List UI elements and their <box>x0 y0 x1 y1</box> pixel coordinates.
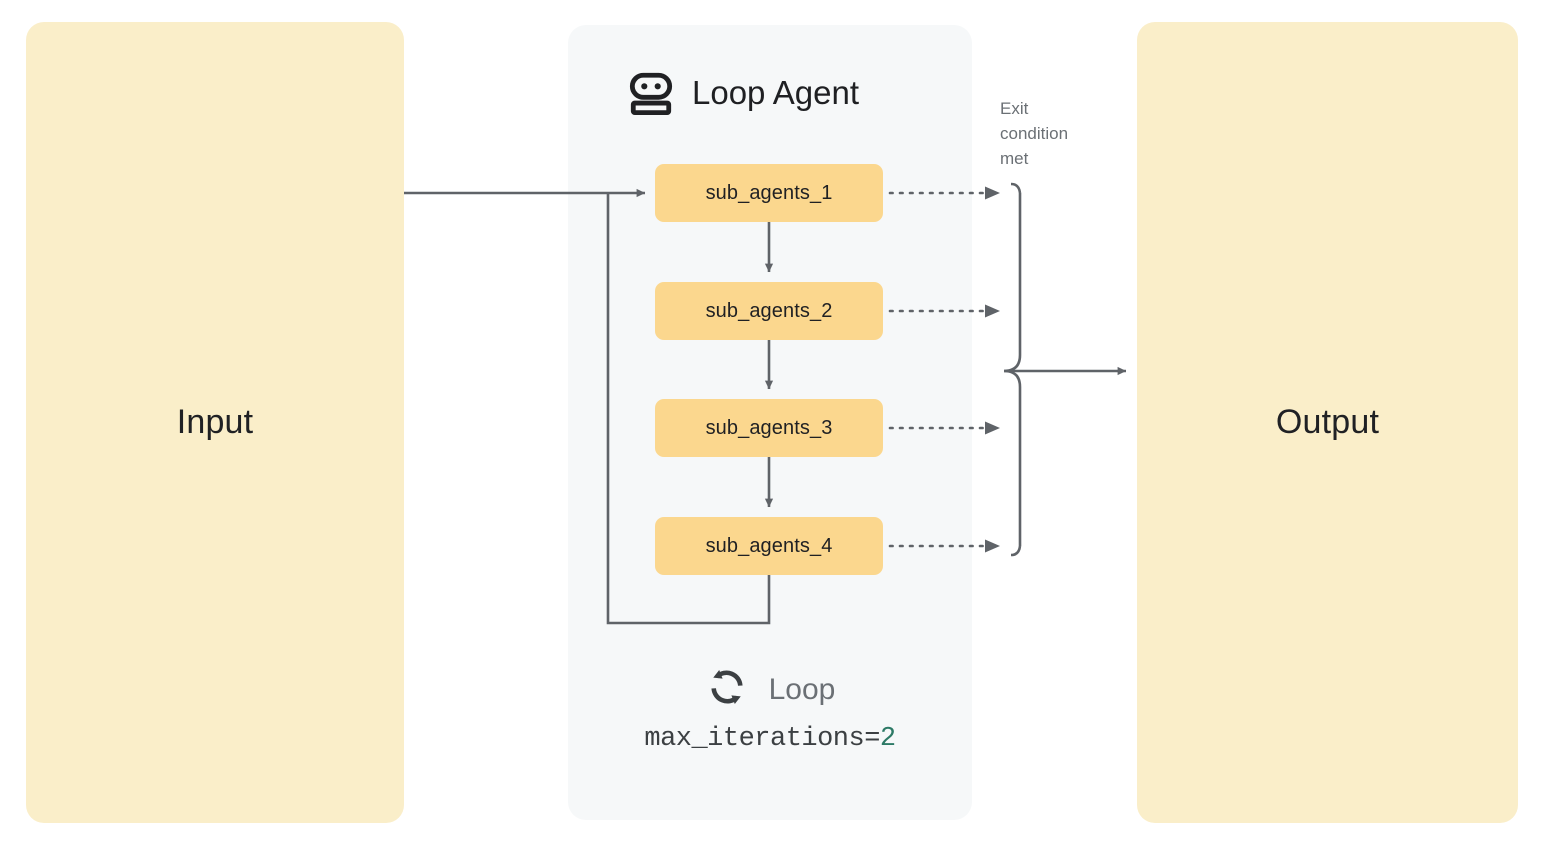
output-panel: Output <box>1137 22 1518 823</box>
sub-agent-box-1[interactable]: sub_agents_1 <box>655 164 883 222</box>
sub-agent-label: sub_agents_2 <box>705 299 833 322</box>
loop-label: Loop <box>768 672 836 706</box>
loop-refresh-icon <box>705 665 749 714</box>
output-panel-label: Output <box>1275 403 1380 441</box>
loop-footer: Loop max_iterations=2 <box>568 665 972 754</box>
exit-condition-note: Exit condition met <box>1000 96 1110 171</box>
input-panel: Input <box>26 22 404 823</box>
max-iterations-value: max_iterations=2 <box>644 724 896 754</box>
sub-agent-box-2[interactable]: sub_agents_2 <box>655 282 883 340</box>
sub-agent-label: sub_agents_4 <box>705 534 833 557</box>
input-panel-label: Input <box>176 403 254 441</box>
exit-note-line-2: condition <box>1000 124 1069 143</box>
sub-agent-label: sub_agents_3 <box>705 416 833 439</box>
sub-agent-box-3[interactable]: sub_agents_3 <box>655 399 883 457</box>
max-iterations-key: max_iterations= <box>644 724 880 754</box>
sub-agent-label: sub_agents_1 <box>705 181 833 204</box>
exit-note-line-1: Exit <box>1000 99 1029 118</box>
exit-arrowheads <box>985 186 1000 553</box>
robot-icon <box>628 70 674 116</box>
max-iterations-number: 2 <box>879 724 896 754</box>
loop-row: Loop <box>705 665 836 714</box>
wire-exit-bracket <box>1003 182 1022 557</box>
exit-note-line-3: met <box>1000 149 1029 168</box>
agent-title: Loop Agent <box>628 66 859 120</box>
agent-title-label: Loop Agent <box>692 74 859 111</box>
sub-agent-box-4[interactable]: sub_agents_4 <box>655 517 883 575</box>
